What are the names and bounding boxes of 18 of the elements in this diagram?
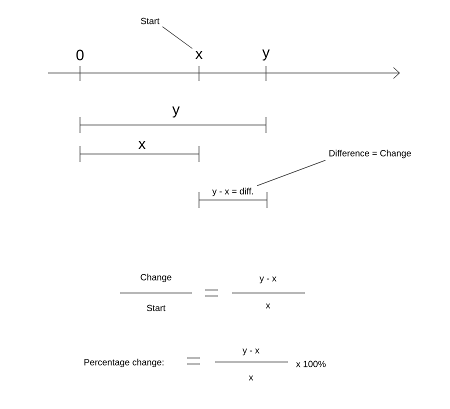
tick-label: x <box>195 51 203 59</box>
tick-label: y <box>262 49 270 60</box>
formula-label: Percentage change: <box>84 358 164 368</box>
denominator: Start <box>146 304 166 312</box>
denominator: x <box>248 376 254 380</box>
leader-text: Start <box>140 18 160 24</box>
segment-label: x <box>138 141 146 149</box>
segment-label: y <box>172 106 180 118</box>
factor-label: x 100% <box>296 360 326 368</box>
numerator: y - x <box>260 276 276 284</box>
leader-text: Difference = Change <box>329 150 411 158</box>
leader-line <box>162 26 193 49</box>
numerator: Change <box>140 274 172 282</box>
leader-line <box>256 160 326 186</box>
bracket-label: y - x = diff. <box>212 188 253 196</box>
numerator: y - x <box>242 348 260 356</box>
tick-label: 0 <box>76 50 84 60</box>
denominator: x <box>266 304 270 308</box>
